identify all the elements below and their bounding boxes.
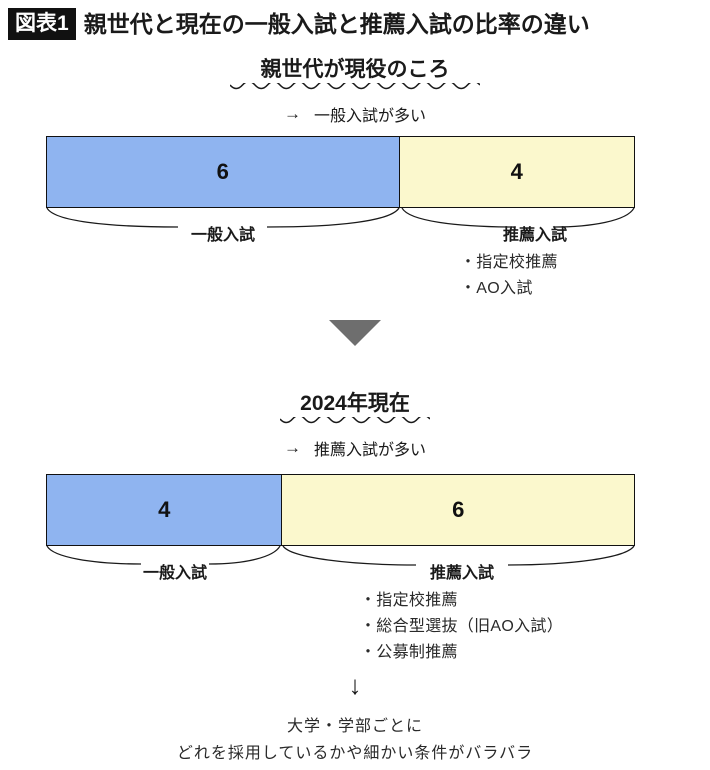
down-arrow-icon: ↓ [348, 670, 362, 700]
brace-label-recommend-2: 推薦入試 [429, 565, 495, 582]
section-1-subtitle-row: → 一般入試が多い [0, 102, 710, 126]
bar-value-recommend-2: 6 [452, 497, 465, 522]
bullet-list-1: ・指定校推薦 ・AO入試 [460, 250, 558, 302]
brace-lines-icon-1 [46, 207, 635, 228]
figure-badge: 図表1 [8, 8, 76, 40]
section-1-subtitle: 一般入試が多い [313, 108, 426, 126]
bullet-item-2-1: ・総合型選抜（旧AO入試） [360, 617, 564, 635]
brace-label-recommend-1: 推薦入試 [502, 227, 568, 244]
section-2-heading: 2024年現在 [280, 392, 430, 429]
footer-line-1: 大学・学部ごとに [286, 718, 423, 735]
brace-label-general-1: 一般入試 [190, 227, 256, 244]
down-triangle-icon [329, 320, 381, 346]
brace-group-1: 一般入試 推薦入試 [46, 207, 635, 244]
bar-segment-recommend-1: 4 [398, 137, 634, 207]
footer-line-2: どれを採用しているかや細かい条件がバラバラ [176, 745, 534, 762]
section-2-subtitle-row: → 推薦入試が多い [0, 436, 710, 460]
section-2-subtitle: 推薦入試が多い [313, 442, 426, 460]
right-arrow-icon-2: → [283, 438, 301, 458]
bullet-item-2-0: ・指定校推薦 [360, 592, 458, 609]
bar-segment-general-1: 6 [47, 137, 399, 207]
bar-value-recommend-1: 4 [510, 159, 523, 184]
bar-chart-parent-generation: 6 4 [46, 136, 635, 208]
bullet-item-1-1: ・AO入試 [460, 279, 533, 297]
page-title: 図表1 親世代と現在の一般入試と推薦入試の比率の違い [8, 8, 590, 40]
bullet-item-2-2: ・公募制推薦 [360, 643, 458, 661]
section-2-heading-text: 2024年現在 [300, 392, 410, 415]
wavy-underline-icon [230, 83, 480, 90]
section-current-2024: 2024年現在 → 推薦入試が多い [0, 392, 710, 460]
section-1-heading: 親世代が現役のころ [230, 58, 480, 95]
bar-value-general-2: 4 [158, 497, 171, 522]
right-arrow-icon: → [283, 104, 301, 124]
section-1-header: 親世代が現役のころ [0, 58, 710, 95]
brace-group-2: 一般入試 推薦入試 [46, 545, 635, 582]
brace-lines-icon-2 [46, 545, 635, 566]
bar-segment-general-2: 4 [47, 475, 282, 545]
section-2-header: 2024年現在 [0, 392, 710, 429]
section-1-heading-text: 親世代が現役のころ [260, 58, 450, 81]
bullet-item-1-0: ・指定校推薦 [460, 254, 558, 271]
brace-label-general-2: 一般入試 [142, 565, 208, 582]
bar-value-general-1: 6 [216, 159, 229, 184]
page-title-text: 親世代と現在の一般入試と推薦入試の比率の違い [83, 10, 590, 37]
bar-chart-current-2024: 4 6 [46, 474, 635, 546]
wavy-underline-icon-2 [280, 417, 430, 424]
bar-segment-recommend-2: 6 [281, 475, 634, 545]
bullet-list-2: ・指定校推薦 ・総合型選抜（旧AO入試） ・公募制推薦 [360, 588, 563, 666]
section-parent-generation: 親世代が現役のころ → 一般入試が多い [0, 58, 710, 126]
